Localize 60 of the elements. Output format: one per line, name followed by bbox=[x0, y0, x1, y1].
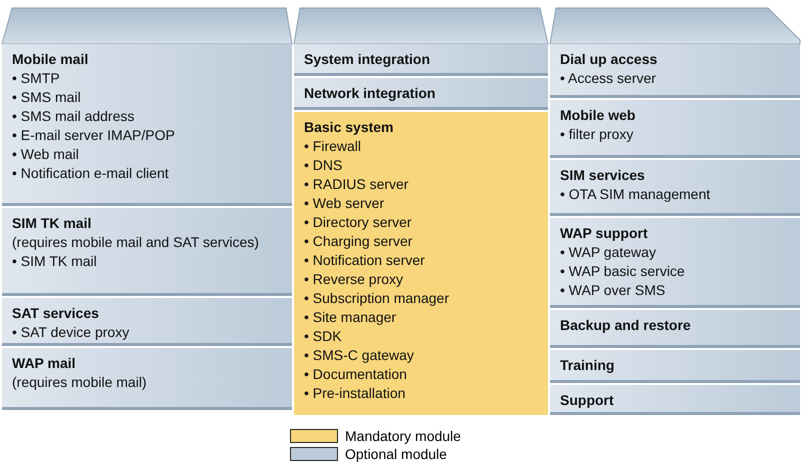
module-item: • OTA SIM management bbox=[560, 185, 712, 204]
module-item: • Site manager bbox=[304, 308, 398, 327]
module-title: Backup and restore bbox=[560, 316, 692, 335]
module-item: • Access server bbox=[560, 69, 657, 88]
module-item: (requires mobile mail and SAT services) bbox=[12, 233, 260, 252]
module-item: • Directory server bbox=[304, 213, 413, 232]
module-item: • filter proxy bbox=[560, 125, 634, 144]
module-title: SIM TK mail bbox=[12, 214, 92, 233]
module-item: • DNS bbox=[304, 156, 344, 175]
optional-module-block bbox=[294, 44, 548, 76]
optional-module-block bbox=[550, 100, 800, 158]
module-title: System integration bbox=[304, 50, 432, 69]
module-title: Training bbox=[560, 356, 616, 375]
module-title: Support bbox=[560, 391, 615, 410]
module-item: • Pre-installation bbox=[304, 384, 406, 403]
module-item: • Notification e-mail client bbox=[12, 164, 170, 183]
module-item: • Notification server bbox=[304, 251, 426, 270]
module-title: Mobile web bbox=[560, 106, 636, 125]
legend-label: Optional module bbox=[345, 446, 447, 462]
optional-module-block bbox=[2, 208, 292, 296]
module-item: • SMS mail address bbox=[12, 107, 136, 126]
module-item: • Reverse proxy bbox=[304, 270, 404, 289]
module-item: • Web mail bbox=[12, 145, 80, 164]
module-item: • Charging server bbox=[304, 232, 414, 251]
module-item: • SDK bbox=[304, 327, 343, 346]
optional-module-block bbox=[2, 44, 292, 206]
module-item: • SMS mail bbox=[12, 88, 82, 107]
module-item: • Firewall bbox=[304, 137, 362, 156]
module-item: • SMTP bbox=[12, 69, 61, 88]
legend-label: Mandatory module bbox=[345, 428, 461, 444]
module-title: WAP support bbox=[560, 224, 649, 243]
optional-module-block bbox=[550, 44, 800, 98]
module-item: • Web server bbox=[304, 194, 386, 213]
module-item: • SMS-C gateway bbox=[304, 346, 415, 365]
module-title: Dial up access bbox=[560, 50, 658, 69]
optional-module-block bbox=[294, 78, 548, 110]
optional-module-block bbox=[550, 310, 800, 348]
module-item: • WAP over SMS bbox=[560, 281, 666, 300]
module-item: (requires mobile mail) bbox=[12, 373, 148, 392]
mandatory-module-block bbox=[294, 112, 548, 415]
module-item: • SAT device proxy bbox=[12, 323, 130, 342]
module-item: • WAP gateway bbox=[560, 243, 657, 262]
optional-module-block bbox=[2, 348, 292, 410]
optional-module-block bbox=[550, 350, 800, 383]
module-item: • SIM TK mail bbox=[12, 252, 98, 271]
module-title: WAP mail bbox=[12, 354, 77, 373]
optional-module-block bbox=[550, 160, 800, 216]
module-title: SAT services bbox=[12, 304, 100, 323]
module-item: • WAP basic service bbox=[560, 262, 686, 281]
module-item: • E-mail server IMAP/POP bbox=[12, 126, 176, 145]
module-item: • Subscription manager bbox=[304, 289, 450, 308]
optional-module-block bbox=[2, 298, 292, 346]
optional-module-block bbox=[550, 385, 800, 415]
optional-module-block bbox=[550, 218, 800, 308]
module-item: • Documentation bbox=[304, 365, 408, 384]
module-title: Basic system bbox=[304, 118, 395, 137]
module-item: • RADIUS server bbox=[304, 175, 410, 194]
module-title: SIM services bbox=[560, 166, 646, 185]
module-title: Network integration bbox=[304, 84, 436, 103]
module-title: Mobile mail bbox=[12, 50, 90, 69]
